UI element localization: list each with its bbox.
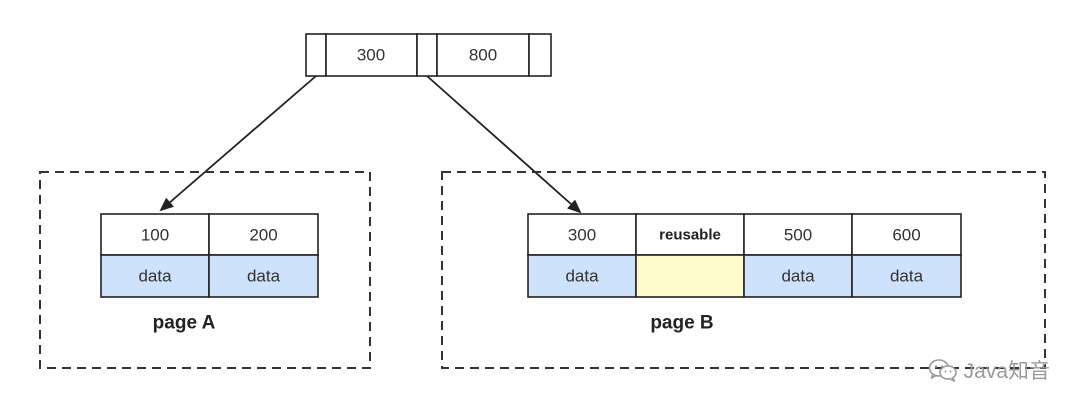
page-b: 300 reusable 500 600 data data data page… <box>441 171 1046 369</box>
key-label: 200 <box>249 226 277 245</box>
watermark: Java知音 <box>928 355 1050 385</box>
wechat-icon <box>928 359 957 382</box>
data-cell <box>208 254 319 298</box>
data-label: data <box>890 267 924 286</box>
key-cell <box>527 213 637 256</box>
data-label: data <box>247 267 281 286</box>
key-label: 300 <box>568 226 596 245</box>
root-node: 300 800 <box>305 33 552 77</box>
arrow-to-page-a <box>159 75 317 212</box>
data-cell <box>100 254 210 298</box>
arrow-to-page-b <box>426 75 582 214</box>
root-key-800: 800 <box>469 46 497 65</box>
key-cell <box>851 213 962 256</box>
key-label: 100 <box>141 226 169 245</box>
root-key-cell <box>325 33 418 77</box>
reusable-data-cell <box>635 254 745 298</box>
data-cell <box>851 254 962 298</box>
key-cell <box>208 213 319 256</box>
page-a-boundary <box>39 171 371 369</box>
data-cell <box>527 254 637 298</box>
data-label: data <box>138 267 172 286</box>
root-pointer-cell <box>305 33 327 77</box>
page-b-boundary <box>441 171 1046 369</box>
root-key-300: 300 <box>357 46 385 65</box>
key-label: 500 <box>784 226 812 245</box>
root-key-cell <box>436 33 530 77</box>
data-label: data <box>781 267 815 286</box>
root-pointer-cell <box>416 33 438 77</box>
page-a: 100 200 data data page A <box>39 171 371 369</box>
root-pointer-cell <box>528 33 552 77</box>
reusable-label: reusable <box>659 227 721 244</box>
page-a-label: page A <box>153 313 216 334</box>
key-label: 600 <box>892 226 920 245</box>
key-cell <box>743 213 853 256</box>
data-label: data <box>565 267 599 286</box>
page-b-label: page B <box>650 313 713 334</box>
reusable-key-cell <box>635 213 745 256</box>
watermark-text: Java知音 <box>963 360 1050 383</box>
